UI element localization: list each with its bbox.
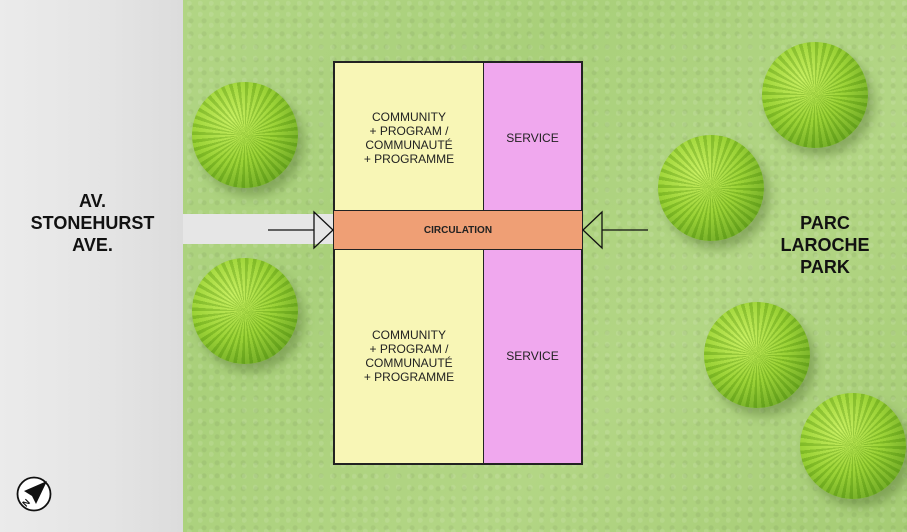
circulation-label: CIRCULATION <box>423 224 493 236</box>
park-label: PARC LAROCHE PARK <box>770 212 880 278</box>
street-label-line: AVE. <box>72 235 113 255</box>
entry-path <box>183 214 333 244</box>
tree-icon <box>192 82 298 188</box>
svg-text:N: N <box>20 497 32 509</box>
tree-icon <box>658 135 764 241</box>
service-label: SERVICE <box>506 348 559 363</box>
service-label: SERVICE <box>506 131 559 145</box>
north-arrow-icon: N <box>16 476 52 512</box>
street-label-line: STONEHURST <box>30 213 155 233</box>
tree-icon <box>800 393 906 499</box>
park-label-line: LAROCHE <box>780 235 870 255</box>
street <box>0 0 183 532</box>
park-label-line: PARK <box>800 257 850 277</box>
entry-arrow-icon <box>582 210 648 250</box>
street-label-line: AV. <box>78 191 107 211</box>
circulation-zone: CIRCULATION <box>333 210 583 250</box>
service-zone-bottom: SERVICE <box>483 248 583 465</box>
tree-icon <box>704 302 810 408</box>
tree-icon <box>762 42 868 148</box>
community-zone-bottom: COMMUNITY + PROGRAM / COMMUNAUTÉ + PROGR… <box>333 248 484 465</box>
street-label: AV. STONEHURST AVE. <box>20 190 165 256</box>
community-zone-top: COMMUNITY + PROGRAM / COMMUNAUTÉ + PROGR… <box>333 61 484 213</box>
tree-icon <box>192 258 298 364</box>
service-zone-top: SERVICE <box>483 61 583 213</box>
park-label-line: PARC <box>800 213 850 233</box>
entry-arrow-icon <box>268 210 334 250</box>
